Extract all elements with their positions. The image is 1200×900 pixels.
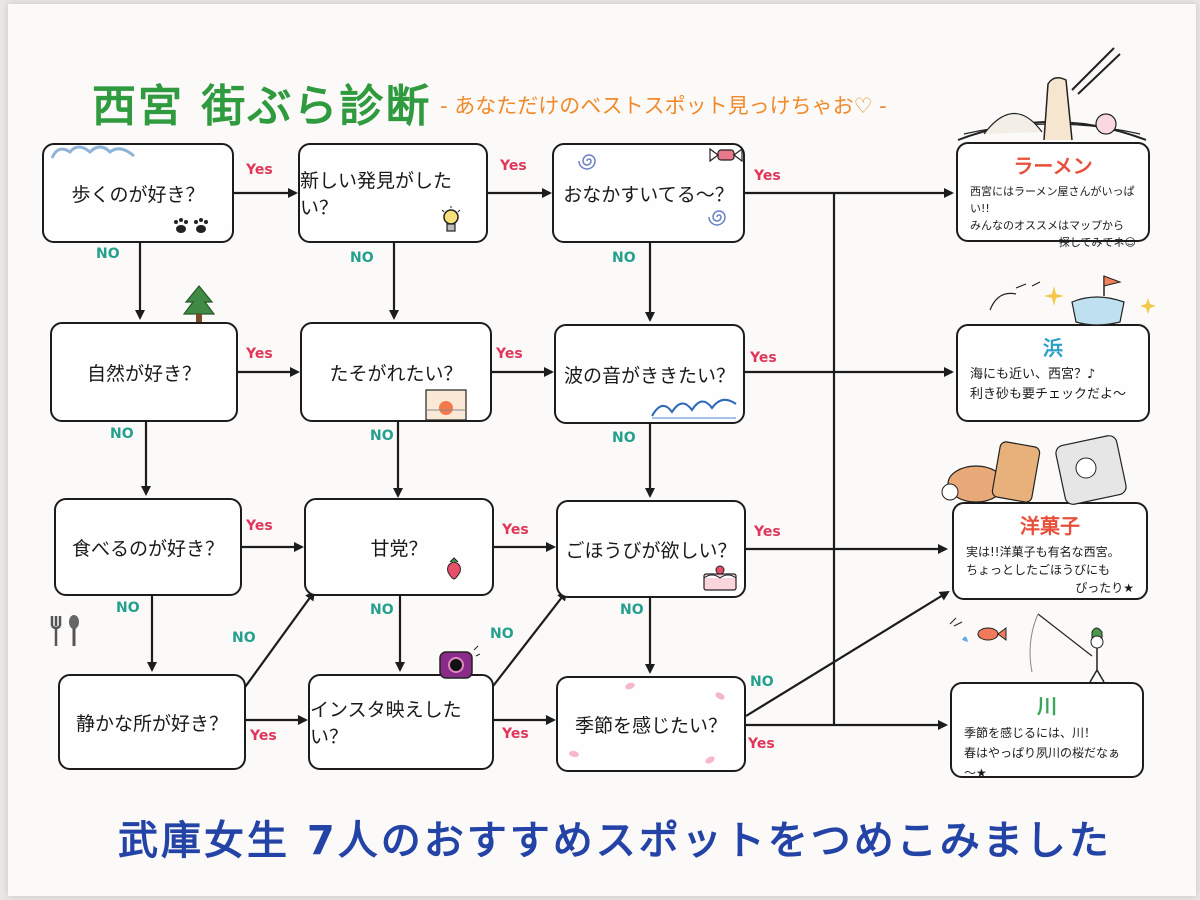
question-eat: 食べるのが好き？ (54, 498, 242, 596)
sunset-icon (425, 389, 467, 421)
yes-label: Yes (750, 350, 777, 366)
question-reward: ごほうびが欲しい？ (556, 500, 746, 598)
yes-label: Yes (502, 726, 529, 742)
yes-label: Yes (246, 162, 273, 178)
question-label: 波の音がききたい？ (563, 364, 735, 387)
footer-text: 武庫女生 7人のおすすめスポットをつめこみました (118, 818, 1112, 864)
question-instagram: インスタ映えしたい？ (308, 674, 494, 770)
result-desc-line: 探してみてネ☺ (1058, 236, 1136, 249)
yes-label: Yes (502, 522, 529, 538)
result-desc-line: 季節を感じるには、川！ (964, 726, 1097, 740)
no-label: NO (350, 250, 374, 266)
page-subtitle: - あなただけのベストスポット見っけちゃお♡ - (440, 94, 887, 118)
swirl-icon (708, 210, 726, 226)
question-hungry: おなかすいてる～？ (552, 143, 745, 243)
paw-icon (174, 218, 208, 233)
question-label: 自然が好き？ (86, 362, 201, 385)
no-label: NO (110, 426, 134, 442)
question-label: 新しい発見がしたい？ (300, 170, 453, 219)
question-discovery: 新しい発見がしたい？ (298, 143, 488, 243)
result-desc-line: 利き砂も要チェックだよ～ (970, 387, 1127, 402)
no-label: NO (116, 600, 140, 616)
page-title: 西宮 街ぶら診断 (92, 81, 432, 132)
no-label: NO (370, 602, 394, 618)
sweets-icon (941, 435, 1127, 505)
no-label: NO (232, 630, 256, 646)
result-desc-line: 西宮にはラーメン屋さんがいっぱい!! (970, 185, 1135, 215)
tree-icon (182, 285, 216, 322)
question-label: たそがれたい？ (329, 362, 463, 385)
arrow-q10-q8 (239, 590, 316, 695)
yes-label: Yes (754, 524, 781, 540)
question-label: 食べるのが好き？ (71, 537, 224, 560)
lightbulb-icon (441, 206, 461, 232)
no-label: NO (620, 602, 644, 618)
no-label: NO (370, 428, 394, 444)
cake-icon (703, 565, 737, 591)
result-desc-line: みんなのオススメはマップから (970, 219, 1124, 232)
yes-label: Yes (500, 158, 527, 174)
result-desc-line: ちょっとしたごほうびにも (966, 563, 1111, 577)
question-label: 静かな所が好き？ (75, 712, 228, 735)
result-yogashi: 洋菓子 実は!!洋菓子も有名な西宮。 ちょっとしたごほうびにも ぴったり★ (952, 502, 1148, 600)
question-label: ごほうびが欲しい？ (565, 539, 737, 562)
candy-icon (709, 147, 743, 163)
question-label: 歩くのが好き？ (71, 183, 205, 206)
no-label: NO (612, 250, 636, 266)
yes-label: Yes (754, 168, 781, 184)
sand-bucket-icon (989, 275, 1156, 326)
no-label: NO (612, 430, 636, 446)
no-label: NO (490, 626, 514, 642)
question-label: 甘党？ (370, 537, 428, 560)
blossom-icon (569, 682, 725, 764)
camera-icon (439, 645, 480, 679)
cloud-icon (50, 145, 135, 159)
result-title: 川 (1037, 694, 1057, 718)
result-title: 浜 (1043, 336, 1063, 360)
result-desc-line: 春はやっぱり夙川の桜だなぁ～★ (964, 746, 1121, 780)
question-label: おなかすいてる～？ (563, 183, 734, 206)
no-label: NO (96, 246, 120, 262)
result-title: 洋菓子 (1020, 514, 1080, 538)
question-nature: 自然が好き？ (50, 322, 238, 422)
yes-label: Yes (246, 346, 273, 362)
fork-spoon-icon (50, 615, 79, 646)
result-desc-line: ぴったり★ (1075, 581, 1134, 595)
strawberry-icon (447, 557, 461, 580)
result-kawa: 川 季節を感じるには、川！ 春はやっぱり夙川の桜だなぁ～★ (950, 682, 1144, 780)
result-desc-line: 実は!!洋菓子も有名な西宮。 (966, 545, 1120, 559)
arrow-q12-yogashi (745, 590, 950, 717)
no-label: NO (750, 674, 774, 690)
fishing-icon (949, 613, 1105, 683)
question-sweet: 甘党？ (304, 498, 494, 596)
result-hama: 浜 海にも近い、西宮？♪ 利き砂も要チェックだよ～ (956, 324, 1150, 422)
ramen-bowl-icon (957, 47, 1147, 141)
question-label: インスタ映えしたい？ (310, 699, 462, 748)
yes-label: Yes (250, 728, 277, 744)
swirl-icon (578, 154, 596, 170)
yes-label: Yes (496, 346, 523, 362)
result-title: ラーメン (1013, 154, 1093, 178)
result-desc-line: 海にも近い、西宮？♪ (970, 367, 1096, 382)
yes-label: Yes (748, 736, 775, 752)
result-ramen: ラーメン 西宮にはラーメン屋さんがいっぱい!! みんなのオススメはマップから 探… (956, 142, 1150, 249)
question-label: 季節を感じたい？ (574, 714, 727, 737)
question-season: 季節を感じたい？ (556, 676, 746, 772)
question-quiet: 静かな所が好き？ (58, 674, 246, 770)
yes-label: Yes (246, 518, 273, 534)
arrow-q11-q9 (489, 590, 568, 691)
wave-icon (651, 398, 737, 419)
